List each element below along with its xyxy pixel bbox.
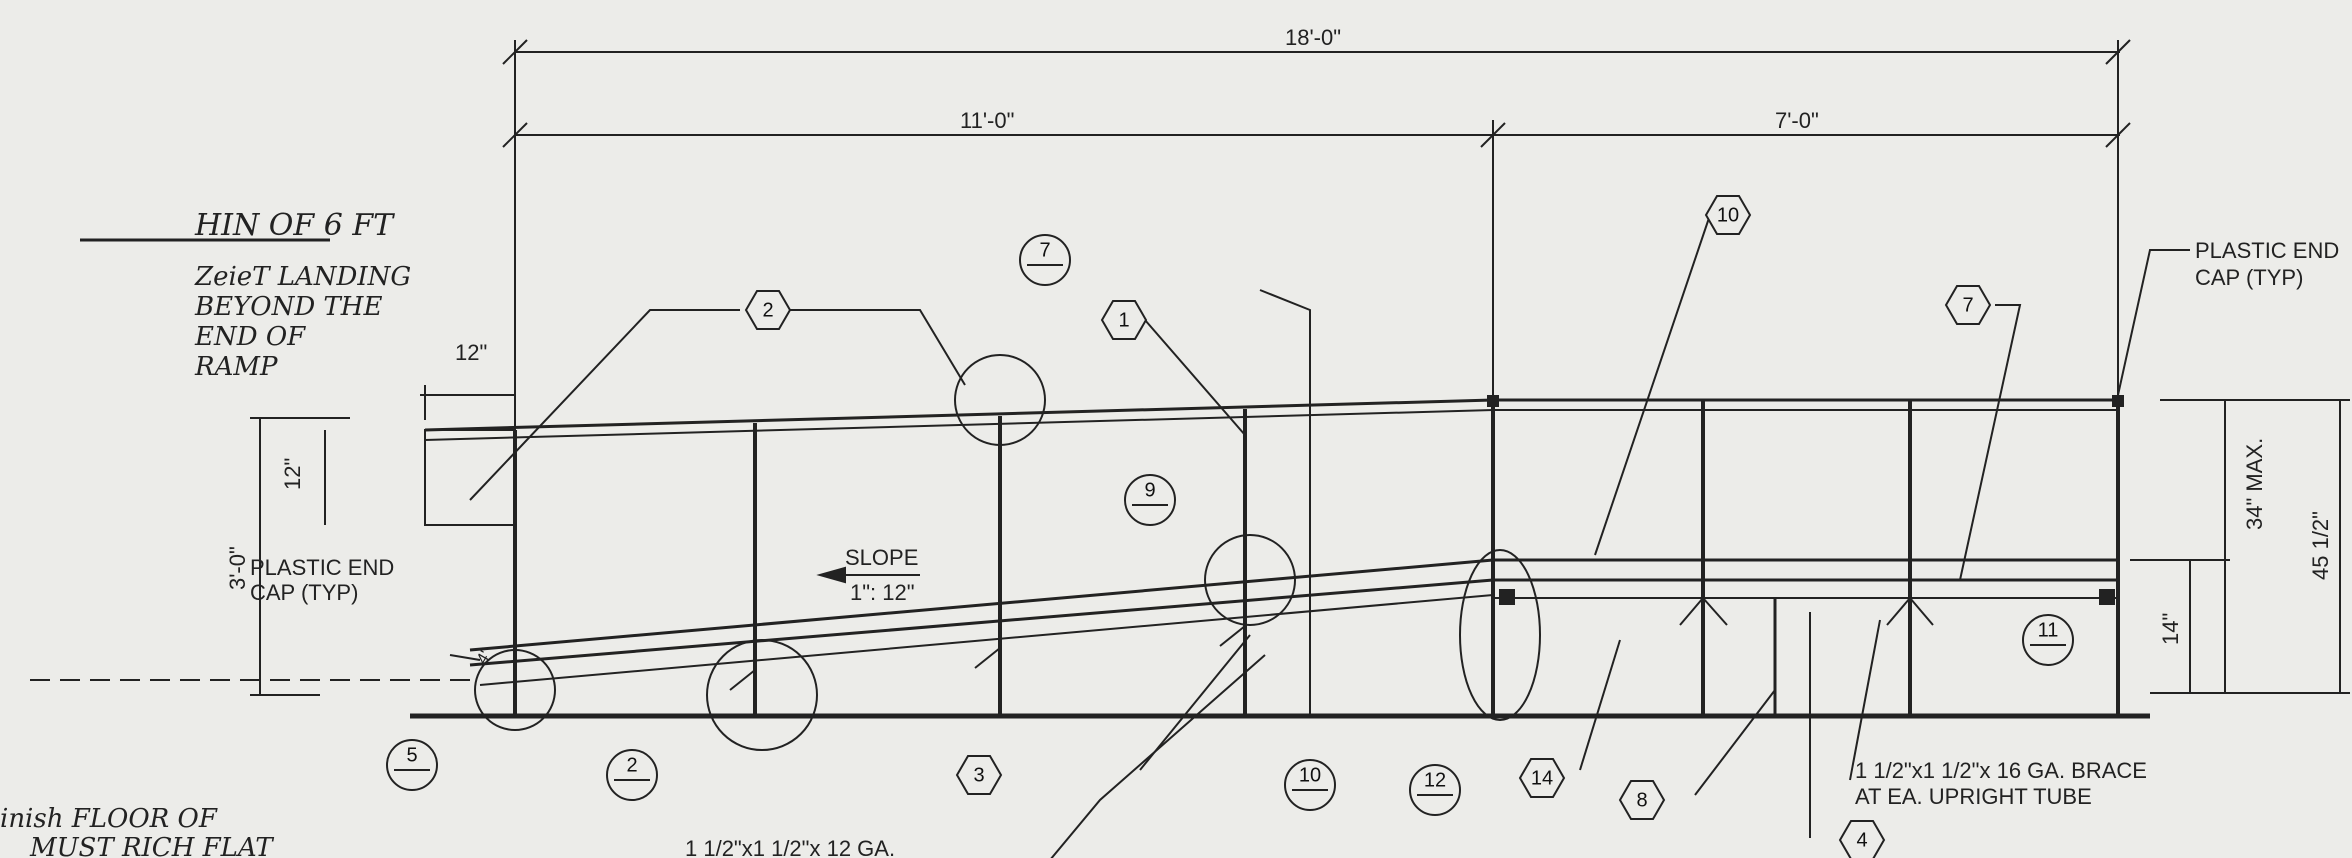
hex-tag <box>744 290 792 330</box>
hex-tag-2: 2 <box>762 299 773 321</box>
section-tag <box>1124 474 1176 526</box>
handwritten-line-3: BEYOND THE <box>194 292 382 322</box>
section-tag <box>2022 614 2074 666</box>
section-tag <box>1409 764 1461 816</box>
leader <box>1579 639 1621 771</box>
section-tag <box>1019 234 1071 286</box>
slope-arrowhead <box>816 566 846 584</box>
handwritten-line-4: END OF <box>194 322 306 352</box>
handwritten-line-2: ZeieT LANDING <box>194 262 411 292</box>
hex-tag-8: 8 <box>1636 789 1647 811</box>
tick <box>2105 39 2131 65</box>
tick <box>502 122 528 148</box>
section-tag-5: 5 <box>406 744 417 766</box>
handwritten-line-1: HIN OF 6 FT <box>194 208 395 243</box>
end-cap-note-right-2: CAP (TYP) <box>2195 265 2303 290</box>
brace <box>1702 597 1728 626</box>
rail-max-dimension: 34" MAX. <box>2242 438 2267 530</box>
rail-drop-dimension: 12" <box>280 458 305 490</box>
ramp-deck-bottom <box>469 578 1494 667</box>
leader <box>1050 654 1266 858</box>
detail-ellipse <box>1459 549 1541 721</box>
leader <box>449 654 481 661</box>
hex-tag <box>1944 285 1992 325</box>
brace <box>974 647 1001 669</box>
hex-tag <box>1838 820 1886 858</box>
slope-label: SLOPE <box>845 545 918 570</box>
hex-tag-7: 7 <box>1962 294 1973 316</box>
brace <box>1679 597 1704 626</box>
leader <box>1694 689 1776 796</box>
ramp-run-dimension: 11'-0" <box>960 108 1014 133</box>
brace <box>1886 597 1911 626</box>
detail-circle <box>954 354 1046 446</box>
end-cap <box>2099 589 2115 605</box>
brace-note-2: AT EA. UPRIGHT TUBE <box>1855 784 2092 809</box>
handwritten-line-5: RAMP <box>194 352 278 382</box>
hex-tag <box>1100 300 1148 340</box>
tick <box>1480 122 1506 148</box>
end-cap <box>1487 395 1499 407</box>
section-tag-12: 12 <box>1424 769 1446 791</box>
detail-circle <box>1204 534 1296 626</box>
section-tag-9: 9 <box>1144 479 1155 501</box>
hex-tag-14: 14 <box>1531 767 1553 789</box>
landing-dimension: 7'-0" <box>1775 108 1819 133</box>
detail-circle <box>474 649 556 731</box>
section-tag-2: 2 <box>626 754 637 776</box>
hex-tag <box>955 755 1003 795</box>
handwritten-floor-1: inish FLOOR OF <box>0 804 218 834</box>
ramp-stringer <box>479 594 1494 686</box>
end-cap <box>2112 395 2124 407</box>
deck-height-dimension: 14" <box>2158 613 2183 645</box>
brace-note: 1 1/2"x1 1/2"x 16 GA. BRACE <box>1855 758 2147 783</box>
brace <box>1219 625 1246 647</box>
leader <box>1849 619 1881 781</box>
hex-tag-1: 1 <box>1118 309 1129 331</box>
section-tag-10: 10 <box>1299 764 1321 786</box>
end-cap-note-left: PLASTIC END <box>250 555 394 580</box>
hex-tag <box>1518 758 1566 798</box>
hex-tag-10: 10 <box>1717 204 1739 226</box>
hex-tag-3: 3 <box>973 764 984 786</box>
end-cap-note-left-2: CAP (TYP) <box>250 580 358 605</box>
section-tag <box>1284 759 1336 811</box>
brace <box>1909 597 1934 626</box>
leader <box>1594 214 1711 556</box>
tick <box>502 39 528 65</box>
brace <box>729 669 756 691</box>
section-tag-11: 11 <box>2038 619 2059 641</box>
hex-tag-4: 4 <box>1856 829 1867 851</box>
handrail-top <box>424 398 1494 432</box>
section-tag-7: 7 <box>1039 239 1050 261</box>
handrail-inner <box>424 409 1494 441</box>
hex-tag <box>1704 195 1752 235</box>
tick <box>2105 122 2131 148</box>
leader <box>1259 289 1311 715</box>
leader <box>790 309 966 386</box>
detail-circle <box>706 639 818 751</box>
end-cap <box>1499 589 1515 605</box>
overhang-dimension: 12" <box>455 340 487 365</box>
end-cap-note-right: PLASTIC END <box>2195 238 2339 263</box>
total-height-dimension: 45 1/2" <box>2308 511 2333 580</box>
bottom-tube-note: 1 1/2"x1 1/2"x 12 GA. <box>685 836 895 858</box>
section-tag <box>606 749 658 801</box>
leader <box>469 309 740 501</box>
handwritten-floor-2: MUST RICH FLAT <box>29 833 274 858</box>
ramp-deck-top <box>469 558 1494 652</box>
end-height-dimension: 3'-0" <box>225 546 250 590</box>
leader <box>1959 304 2022 581</box>
leader <box>1144 319 1246 436</box>
slope-ratio: 1": 12" <box>850 580 915 605</box>
rail-return <box>424 429 516 526</box>
section-tag <box>386 739 438 791</box>
leader <box>2117 249 2190 396</box>
overall-dimension: 18'-0" <box>1285 25 1341 50</box>
hex-tag <box>1618 780 1666 820</box>
